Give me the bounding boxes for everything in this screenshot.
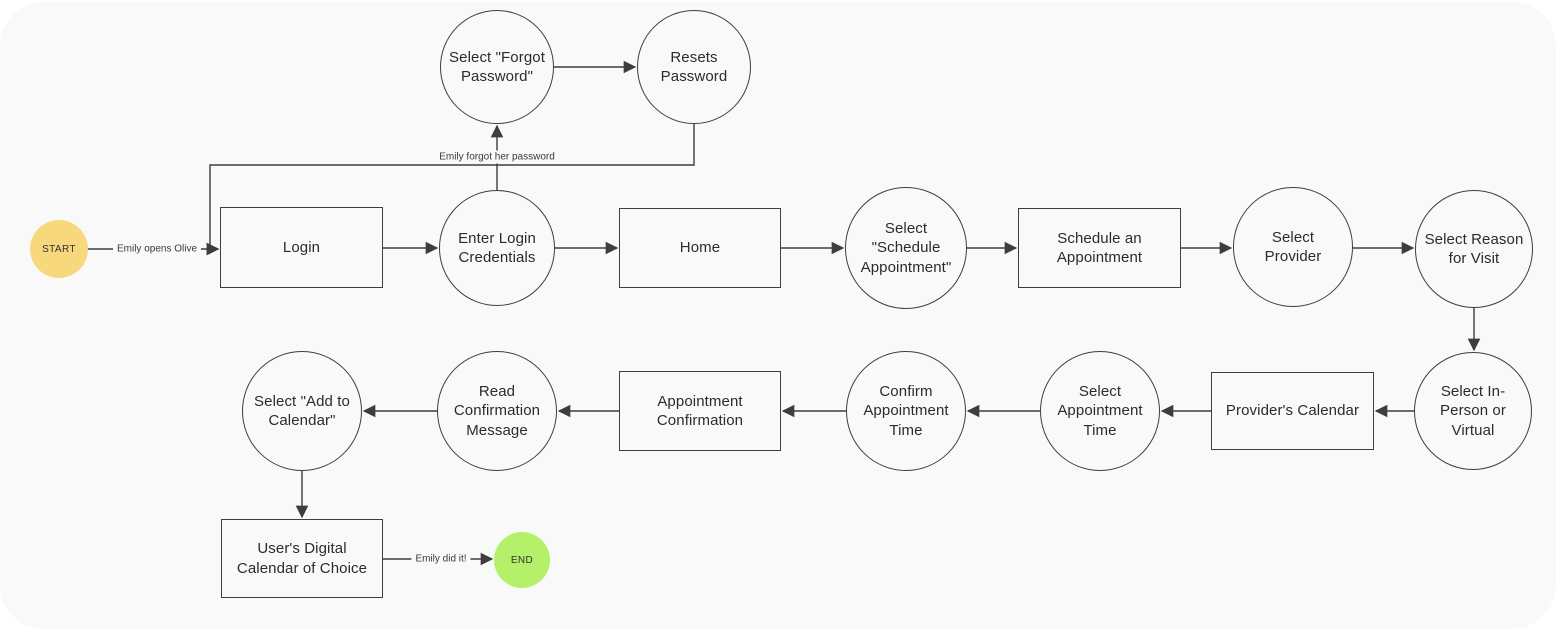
end-terminal[interactable]: END (494, 532, 550, 588)
node-select-add-to-calendar[interactable]: Select "Add to Calendar" (242, 351, 362, 471)
node-select-in-person-or-virtual[interactable]: Select In- Person or Virtual (1414, 352, 1532, 470)
node-label: Read Confirmation Message (453, 383, 541, 439)
node-label: Enter Login Credentials (458, 229, 536, 266)
node-label: Resets Password (660, 48, 728, 85)
node-providers-calendar[interactable]: Provider's Calendar (1211, 372, 1374, 450)
node-resets-password[interactable]: Resets Password (637, 10, 751, 124)
node-home[interactable]: Home (619, 208, 781, 288)
node-label: Select "Schedule Appointment" (860, 220, 952, 276)
node-login[interactable]: Login (220, 207, 383, 288)
node-label: Confirm Appointment Time (863, 383, 949, 439)
node-label: Select In- Person or Virtual (1440, 383, 1506, 439)
node-schedule-an-appointment[interactable]: Schedule an Appointment (1018, 208, 1181, 288)
node-read-confirmation-message[interactable]: Read Confirmation Message (437, 351, 557, 471)
connector-resets-password-to-login (206, 124, 695, 256)
node-select-appointment-time[interactable]: Select Appointment Time (1040, 351, 1160, 471)
node-label: Select Provider (1264, 228, 1322, 265)
edge-label-emily-did-it[interactable]: Emily did it! (411, 552, 471, 566)
node-enter-login-credentials[interactable]: Enter Login Credentials (439, 190, 555, 306)
node-select-reason-for-visit[interactable]: Select Reason for Visit (1415, 190, 1533, 308)
node-users-digital-calendar[interactable]: User's Digital Calendar of Choice (221, 519, 383, 598)
node-select-schedule-appointment[interactable]: Select "Schedule Appointment" (845, 187, 967, 309)
node-label: Select Reason for Visit (1424, 230, 1524, 267)
node-label: Appointment Confirmation (656, 392, 744, 429)
node-label: Provider's Calendar (1225, 402, 1360, 420)
node-label: Login (282, 238, 321, 256)
node-appointment-confirmation[interactable]: Appointment Confirmation (619, 371, 781, 451)
edge-label-emily-forgot-password[interactable]: Emily forgot her password (435, 150, 559, 164)
start-terminal[interactable]: START (30, 220, 88, 278)
node-label: User's Digital Calendar of Choice (236, 540, 368, 577)
node-label: Select "Forgot Password" (449, 48, 545, 85)
node-confirm-appointment-time[interactable]: Confirm Appointment Time (846, 351, 966, 471)
node-label: Schedule an Appointment (1056, 229, 1143, 266)
edge-label-emily-opens-olive[interactable]: Emily opens Olive (112, 242, 202, 256)
node-select-provider[interactable]: Select Provider (1233, 187, 1353, 307)
node-select-forgot-password[interactable]: Select "Forgot Password" (440, 10, 554, 124)
node-label: Select "Add to Calendar" (254, 392, 350, 429)
node-label: Select Appointment Time (1057, 383, 1143, 439)
node-label: Home (679, 239, 721, 257)
